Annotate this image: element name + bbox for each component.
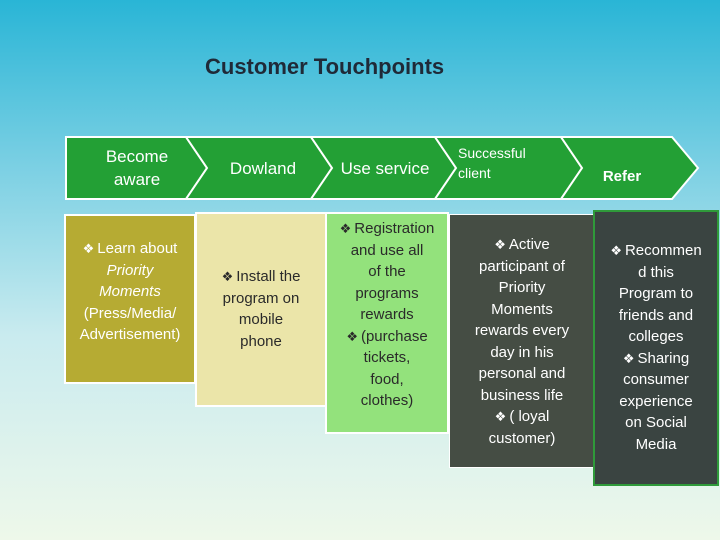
box3-line-6: ❖(purchase [346, 327, 428, 345]
box3-line-9: clothes) [360, 392, 414, 409]
box2-line-3: mobile [238, 311, 284, 328]
diamond-bullet-icon: ❖ [610, 243, 622, 258]
box4-line-3: Priority [498, 279, 546, 296]
box4-line-8: business life [480, 386, 564, 404]
detail-box-use-service: ❖Registration and use all of the program… [325, 212, 449, 434]
page-title: Customer Touchpoints [205, 54, 445, 79]
box3-line-7: tickets, [363, 349, 411, 366]
box4-line-7: personal and [478, 365, 566, 382]
box1-line-1: ❖Learn about [82, 240, 178, 257]
box3-line-4: programs [355, 284, 419, 302]
box5-line-6: ❖Sharing [622, 349, 690, 367]
box4-line-2: participant of [479, 257, 565, 275]
box5-line-1: ❖Recommen [610, 242, 702, 259]
box5-line-10: Media [635, 435, 677, 453]
box1-line-4: (Press/Media/ [83, 304, 177, 322]
box3-line-5: rewards [360, 306, 414, 323]
box4-line-5: rewards every [474, 322, 570, 339]
diamond-bullet-icon: ❖ [339, 221, 352, 236]
box5-line-7: consumer [623, 371, 689, 388]
diamond-bullet-icon: ❖ [494, 237, 506, 252]
box3-line-8: food, [370, 370, 404, 388]
detail-box-refer: ❖Recommen d this Program to friends and … [593, 210, 719, 486]
box4-line-4: Moments [491, 300, 553, 318]
box4-line-10: customer) [488, 429, 556, 447]
box2-line-4: phone [240, 332, 282, 350]
box3-line-2: and use all [350, 241, 424, 259]
box5-line-8: experience [619, 392, 693, 410]
detail-box-become-aware: ❖Learn about Priority Moments (Press/Med… [64, 214, 196, 384]
diamond-bullet-icon: ❖ [82, 241, 95, 256]
diamond-bullet-icon: ❖ [622, 350, 635, 366]
box1-line-2: Priority [106, 261, 154, 279]
step-label-dowland: Dowland [229, 158, 297, 178]
step-label-successful-client: Successful client [458, 145, 526, 181]
diamond-bullet-icon: ❖ [221, 269, 234, 284]
box4-line-9: ❖( loyal [494, 408, 550, 425]
box5-line-4: friends and [618, 306, 694, 324]
detail-box-successful-client: ❖Active participant of Priority Moments … [449, 214, 595, 468]
box1-line-3: Moments [99, 283, 161, 300]
box5-line-9: on Social [625, 414, 687, 431]
box2-line-2: program on [222, 289, 300, 307]
step-label-refer: Refer [602, 167, 642, 185]
step-label-become-aware: Become aware [105, 147, 169, 189]
box3-line-3: of the [368, 263, 406, 280]
diamond-bullet-icon: ❖ [494, 409, 507, 424]
box4-line-1: ❖Active [494, 236, 550, 253]
box5-line-2: d this [638, 263, 674, 281]
box1-line-5: Advertisement) [79, 326, 181, 343]
box2-line-1: ❖Install the [221, 268, 301, 285]
diamond-bullet-icon: ❖ [346, 328, 358, 344]
box3-line-1: ❖Registration [339, 220, 435, 237]
detail-box-dowland: ❖Install the program on mobile phone [195, 212, 327, 407]
step-arrow-refer [559, 136, 700, 200]
step-label-use-service: Use service [340, 158, 430, 178]
box5-line-3: Program to [618, 285, 694, 302]
box4-line-6: day in his [490, 343, 554, 361]
box5-line-5: colleges [628, 328, 684, 345]
